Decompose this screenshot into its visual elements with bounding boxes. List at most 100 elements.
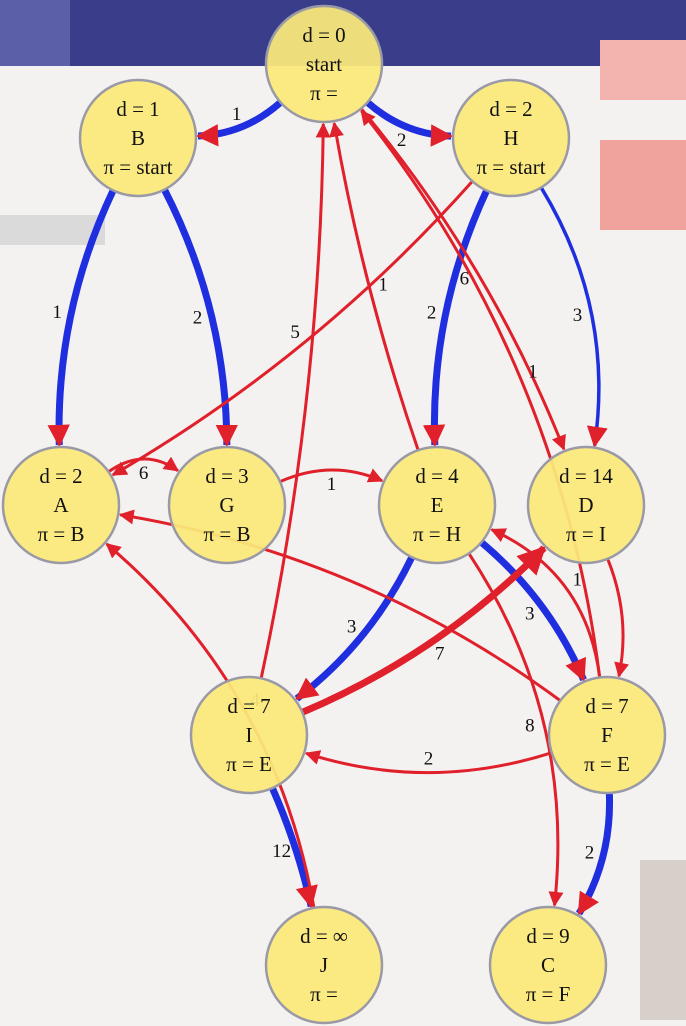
node-circle-E	[377, 445, 497, 565]
edge-E-to-start	[329, 121, 420, 451]
node-C-line-2: π = F	[526, 982, 571, 1006]
node-J-line-2: π =	[310, 982, 338, 1006]
edge-weight-H-to-E: 2	[427, 302, 437, 323]
node-D-line-2: π = I	[566, 522, 606, 546]
edge-weight-I-to-J: 12	[272, 841, 291, 862]
node-H: d = 2Hπ = start	[451, 78, 571, 198]
node-circle-J	[264, 905, 384, 1025]
edge-weight-start-to-D: 6	[460, 268, 470, 289]
node-B-line-2: π = start	[103, 155, 172, 179]
edge-H-to-E	[422, 189, 490, 448]
node-circle-start	[264, 4, 384, 124]
edge-start-to-H	[365, 99, 454, 147]
edge-weight-F-to-C: 2	[585, 843, 595, 864]
node-G: d = 3 Gπ = B	[167, 445, 287, 565]
node-circle-I	[189, 675, 309, 795]
edge-G-to-E	[279, 468, 384, 484]
node-circle-C	[488, 905, 608, 1025]
edge-B-to-G	[161, 188, 239, 448]
node-I-line-0: d = 7	[227, 694, 270, 718]
edge-start-to-B	[195, 99, 283, 147]
edge-labels-layer: 1212235611613371281242	[52, 104, 594, 864]
node-circle-F	[547, 675, 667, 795]
edge-F-to-C	[575, 792, 614, 916]
node-A-line-0: d = 2	[39, 464, 82, 488]
edge-H-to-A	[111, 180, 474, 477]
edge-E-to-I	[294, 555, 415, 702]
deco-tile-pink-2	[600, 140, 686, 230]
edge-A-to-G	[107, 456, 180, 473]
edge-weight-F-to-start: 1	[528, 362, 538, 383]
edge-start-to-D	[359, 107, 566, 451]
node-A: d = 2 Aπ = B	[1, 445, 121, 565]
node-A-line-2: π = B	[38, 522, 85, 546]
edge-F-to-I	[304, 750, 553, 775]
node-E-line-0: d = 4	[415, 464, 459, 488]
node-B-line-1: B	[131, 126, 145, 150]
node-G-line-0: d = 3	[205, 464, 248, 488]
node-circle-G	[167, 445, 287, 565]
edge-weight-B-to-A: 1	[52, 302, 62, 323]
node-D-line-1: D	[578, 493, 593, 517]
edge-weight-F-to-E: 1	[573, 570, 583, 591]
node-circle-A	[1, 445, 121, 565]
node-J-line-0: d = ∞	[300, 924, 348, 948]
edge-E-to-F	[479, 539, 587, 682]
edge-F-to-E	[490, 528, 602, 678]
node-circle-H	[451, 78, 571, 198]
node-H-line-2: π = start	[476, 155, 545, 179]
node-I-line-2: π = E	[226, 752, 272, 776]
edge-D-to-F	[606, 558, 629, 678]
edge-F-to-start	[360, 109, 602, 678]
edge-weight-H-to-D: 3	[573, 305, 583, 326]
node-start: d = 0 start π =	[264, 4, 384, 124]
edges-layer	[47, 99, 629, 916]
edge-I-to-start	[259, 122, 331, 679]
edge-weight-E-to-C: 8	[525, 715, 535, 736]
node-start-line-1: start	[306, 52, 342, 76]
node-D-line-0: d = 14	[559, 464, 613, 488]
header-corner-tile	[0, 0, 70, 66]
deco-tile-pink	[600, 40, 686, 100]
node-F-line-0: d = 7	[585, 694, 628, 718]
node-C: d = 9Cπ = F	[488, 905, 608, 1025]
node-D: d = 14 Dπ = I	[526, 445, 646, 565]
edge-weight-H-to-A: 5	[290, 322, 300, 343]
node-E-line-2: π = H	[413, 522, 461, 546]
node-A-line-1: A	[53, 493, 69, 517]
edge-weight-I-to-D: 7	[435, 643, 445, 664]
edge-H-to-D	[539, 186, 608, 448]
node-J-line-1: J	[320, 953, 328, 977]
node-C-line-0: d = 9	[526, 924, 569, 948]
node-circle-B	[78, 78, 198, 198]
node-B: d = 1 Bπ = start	[78, 78, 198, 198]
node-I-line-1: I	[246, 723, 253, 747]
node-H-line-1: H	[503, 126, 518, 150]
node-F-line-1: F	[601, 723, 613, 747]
node-E: d = 4Eπ = H	[377, 445, 497, 565]
node-B-line-0: d = 1	[116, 97, 159, 121]
node-G-line-2: π = B	[204, 522, 251, 546]
edge-weight-E-to-start: 1	[378, 274, 388, 295]
node-G-line-1: G	[219, 493, 234, 517]
edge-weight-B-to-G: 2	[193, 307, 203, 328]
edge-I-to-J	[269, 786, 318, 909]
edge-weight-G-to-E: 1	[327, 474, 337, 495]
edge-weight-E-to-I: 3	[347, 616, 357, 637]
edge-B-to-A	[47, 188, 117, 448]
edge-weight-start-to-B: 1	[232, 104, 242, 125]
node-start-line-0: d = 0	[302, 23, 345, 47]
node-F-line-2: π = E	[584, 752, 630, 776]
edge-E-to-C	[467, 552, 564, 907]
edge-weight-start-to-H: 2	[397, 130, 407, 151]
edge-weight-A-to-G: 6	[139, 463, 149, 484]
edge-weight-F-to-I: 2	[424, 749, 434, 770]
deco-tile-grey-2	[640, 860, 686, 1020]
node-J: d = ∞ Jπ =	[264, 905, 384, 1025]
deco-tile-grey	[0, 215, 105, 245]
node-start-line-2: π =	[310, 81, 338, 105]
edge-weight-E-to-F: 3	[525, 604, 535, 625]
